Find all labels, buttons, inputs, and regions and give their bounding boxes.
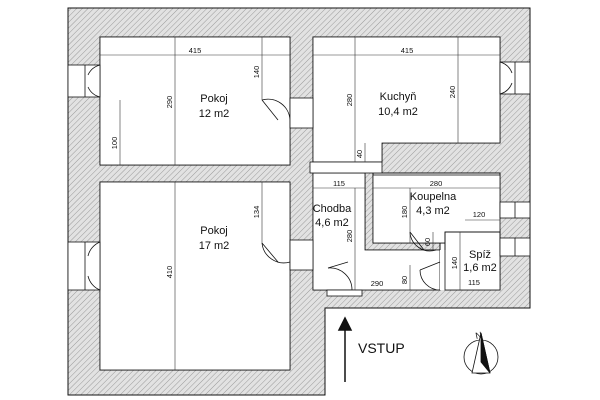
dim-koupelna-door: 60 — [423, 238, 432, 246]
dim-bottom-width: 290 — [371, 279, 384, 288]
room-area-chodba: 4,6 m2 — [315, 217, 349, 229]
window-pokoj-2-right — [289, 239, 314, 271]
room-name-kuchyn: Kuchyň — [380, 91, 417, 103]
entry-arrow-icon — [337, 316, 353, 382]
window-koupelna — [499, 201, 531, 219]
dim-kuchyn-width: 415 — [401, 46, 414, 55]
compass-label: N — [474, 330, 482, 341]
dim-kuchyn-height: 280 — [345, 94, 354, 107]
dim-kuchyn-side: 240 — [448, 86, 457, 99]
room-name-spiz: Spíž — [469, 249, 491, 261]
dim-spiz-width: 115 — [468, 278, 480, 287]
dim-spiz-height: 140 — [450, 257, 459, 270]
dim-bottom-height: 80 — [400, 276, 409, 284]
window-pokoj-2 — [67, 241, 101, 291]
room-area-kuchyn: 10,4 m2 — [378, 106, 418, 118]
dim-pokoj2-side: 134 — [252, 206, 261, 219]
dim-chodba-height: 280 — [345, 230, 354, 243]
dim-kuchyn-small: 40 — [355, 150, 364, 158]
room-area-pokoj-1: 12 m2 — [199, 108, 230, 120]
dim-koupelna-height: 180 — [400, 206, 409, 219]
room-area-koupelna: 4,3 m2 — [416, 205, 450, 217]
dim-koupelna-right: 120 — [473, 210, 486, 219]
window-kuchyn — [499, 61, 531, 95]
dim-pokoj1-width: 415 — [189, 46, 202, 55]
room-area-spiz: 1,6 m2 — [463, 262, 497, 274]
dim-pokoj1-window: 140 — [252, 66, 261, 79]
window-pokoj-1 — [67, 64, 101, 98]
dim-koupelna-width: 280 — [430, 179, 443, 188]
dim-pokoj1-height: 290 — [165, 96, 174, 109]
room-name-pokoj-1: Pokoj — [200, 93, 228, 105]
room-area-pokoj-2: 17 m2 — [199, 240, 230, 252]
room-name-koupelna: Koupelna — [410, 191, 457, 203]
entry-label: VSTUP — [358, 340, 405, 356]
room-name-chodba: Chodba — [313, 203, 352, 215]
dim-pokoj2-height: 410 — [165, 266, 174, 279]
dim-chodba-width: 115 — [333, 179, 345, 188]
dim-pokoj1-side: 100 — [110, 137, 119, 150]
window-spiz — [499, 237, 531, 257]
north-compass-icon — [463, 332, 499, 375]
doors — [261, 97, 441, 297]
dimension-lines — [100, 37, 500, 370]
room-name-pokoj-2: Pokoj — [200, 225, 228, 237]
